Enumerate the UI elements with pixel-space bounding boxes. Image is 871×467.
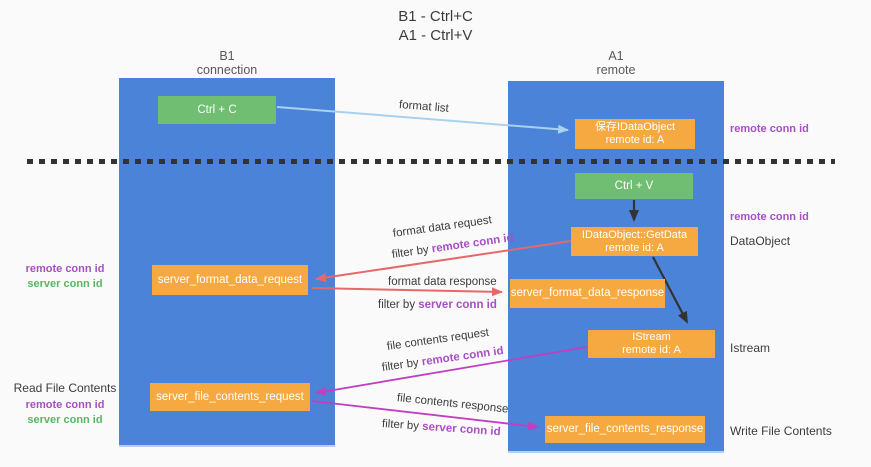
- istream-line2: remote id: A: [622, 344, 681, 356]
- right-dataobject-label: DataObject: [730, 234, 791, 248]
- istream-line1: IStream: [632, 331, 671, 343]
- server-file-contents-request-label: server_file_contents_request: [156, 390, 304, 403]
- ctrl-v-label: Ctrl + V: [614, 179, 654, 192]
- column-b1-subtitle: connection: [196, 63, 258, 77]
- getdata-line1: IDataObject::GetData: [581, 228, 688, 241]
- getdata-line2: remote id: A: [605, 241, 664, 254]
- server-file-contents-response-label: server_file_contents_response: [546, 423, 704, 435]
- istream-node: IStream remote id: A: [588, 330, 715, 358]
- column-header-a1: A1 remote: [508, 49, 724, 77]
- left-format-server-conn-id: server conn id: [27, 278, 103, 290]
- left-format-remote-conn-id: remote conn id: [25, 263, 105, 275]
- getdata-node: IDataObject::GetData remote id: A: [571, 227, 698, 256]
- server-file-contents-response-node: server_file_contents_response: [545, 416, 705, 443]
- left-format-conn-ids: remote conn id server conn id: [13, 262, 117, 292]
- left-file-remote-conn-id: remote conn id: [25, 399, 105, 411]
- format-data-request-filter-prefix: filter by: [391, 243, 433, 261]
- server-format-data-request-node: server_format_data_request: [152, 265, 308, 295]
- ctrl-c-node: Ctrl + C: [158, 96, 276, 124]
- diagram-title: B1 - Ctrl+C A1 - Ctrl+V: [0, 7, 871, 45]
- format-data-response-filter-key: server conn id: [418, 299, 497, 311]
- right-istream-label: Istream: [730, 341, 771, 355]
- column-a1-name: A1: [608, 49, 624, 63]
- format-data-request-filter-key: remote conn id: [431, 231, 515, 256]
- format-data-response-arrow: [311, 287, 503, 297]
- save-dataobject-line1: 保存IDataObject: [594, 121, 676, 133]
- save-dataobject-node: 保存IDataObject remote id: A: [575, 119, 695, 149]
- column-b1-name: B1: [219, 49, 235, 63]
- server-format-data-request-label: server_format_data_request: [157, 273, 303, 286]
- right-remote-conn-id-mid: remote conn id: [730, 211, 809, 223]
- format-data-response-label: format data response: [388, 276, 497, 288]
- server-format-data-response-label: server_format_data_response: [510, 287, 665, 299]
- left-read-file-contents-label: Read File Contents: [13, 381, 117, 395]
- format-list-label: format list: [398, 99, 450, 115]
- file-contents-response-filter-key: server conn id: [421, 420, 502, 439]
- column-a1-subtitle: remote: [596, 63, 636, 77]
- file-contents-request-filter-key: remote conn id: [421, 344, 505, 369]
- ctrl-c-label: Ctrl + C: [197, 103, 237, 116]
- left-file-server-conn-id: server conn id: [27, 414, 103, 426]
- diagram-title-line2: A1 - Ctrl+V: [398, 27, 473, 44]
- format-data-response-filter-prefix: filter by: [378, 299, 419, 311]
- file-contents-response-filter-prefix: filter by: [381, 418, 423, 433]
- file-contents-response-filter: filter by server conn id: [382, 418, 501, 438]
- file-contents-request-filter-prefix: filter by: [381, 356, 423, 374]
- column-header-b1: B1 connection: [119, 49, 335, 77]
- right-remote-conn-id-top: remote conn id: [730, 123, 809, 135]
- machine-boundary-dashed-line: [27, 159, 835, 164]
- server-format-data-response-node: server_format_data_response: [510, 279, 665, 308]
- ctrl-v-node: Ctrl + V: [575, 173, 693, 199]
- save-dataobject-line2: remote id: A: [605, 134, 665, 146]
- file-contents-response-label: file contents response: [396, 392, 509, 416]
- right-write-file-contents-label: Write File Contents: [730, 424, 832, 438]
- format-data-response-filter: filter by server conn id: [378, 299, 497, 311]
- left-file-conn-ids: Read File Contents remote conn id server…: [13, 381, 117, 428]
- diagram-title-line1: B1 - Ctrl+C: [398, 8, 473, 25]
- server-file-contents-request-node: server_file_contents_request: [150, 383, 310, 411]
